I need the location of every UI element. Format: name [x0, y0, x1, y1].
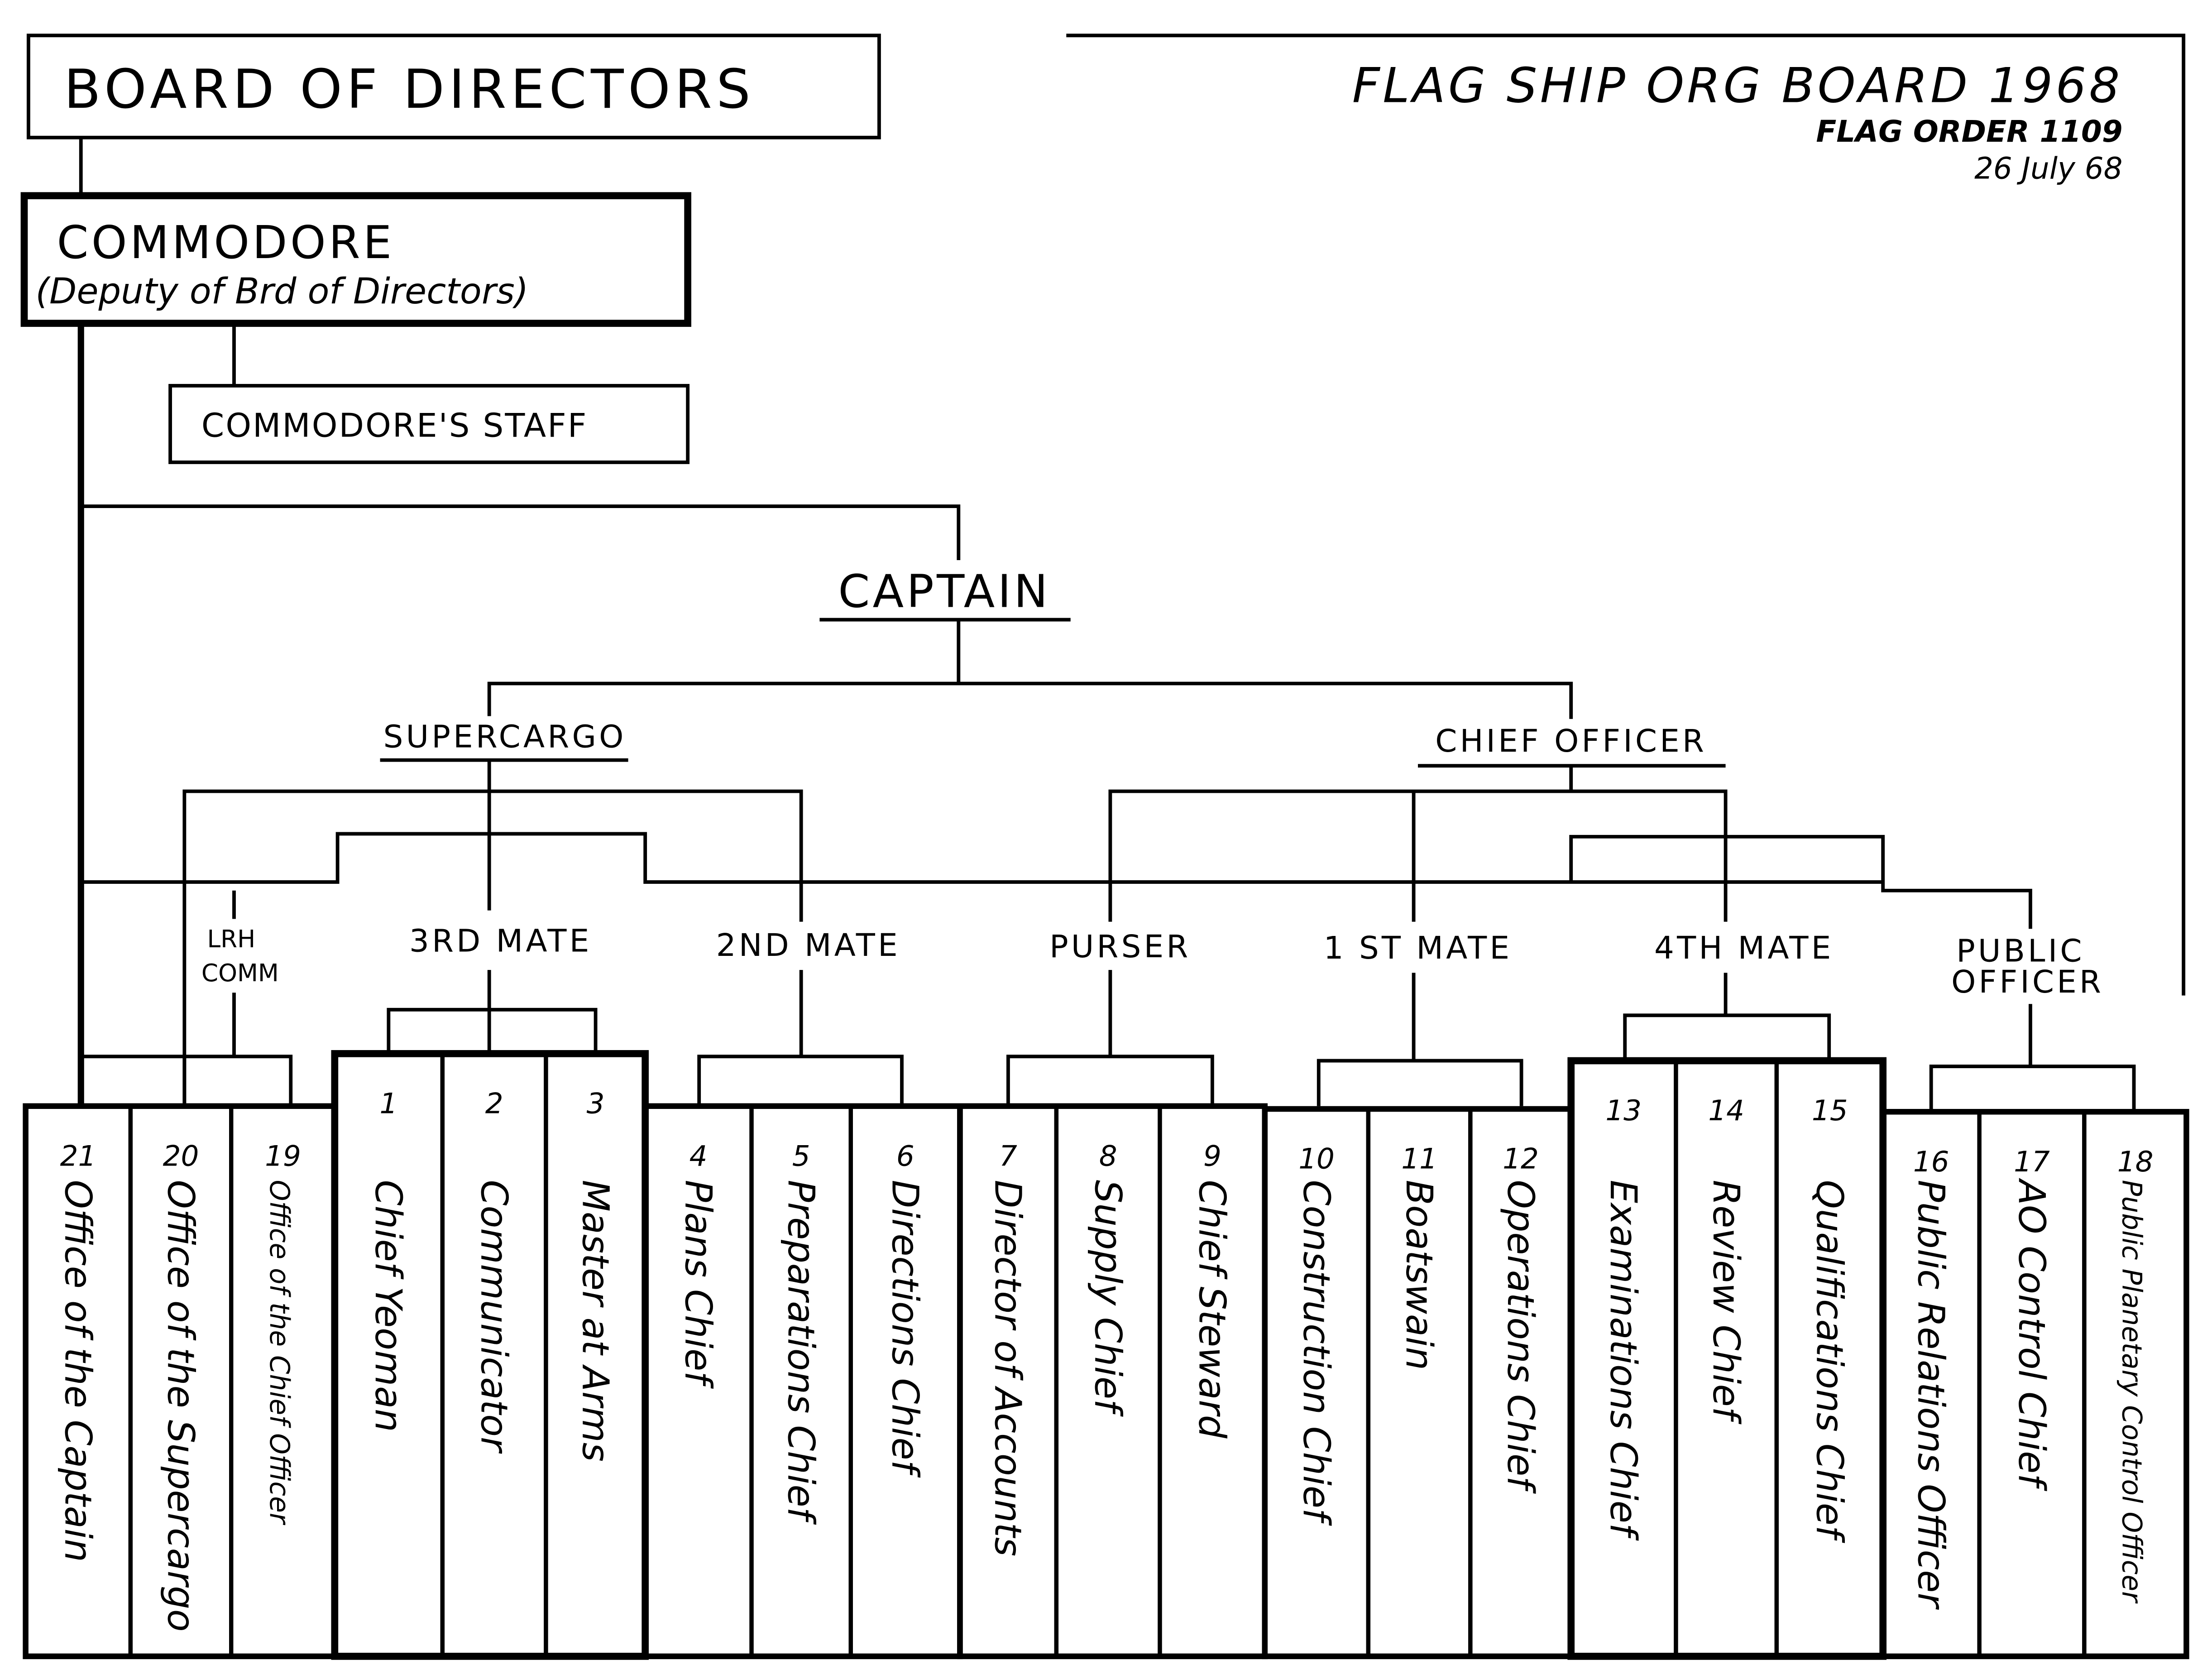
column-number: 6 [896, 1139, 914, 1172]
column-box [229, 1104, 337, 1659]
public-officer-label-1: PUBLIC [1956, 933, 2085, 969]
column-title: Directions Chief [884, 1180, 927, 1478]
column-number: 15 [1812, 1094, 1848, 1127]
column-number: 1 [379, 1087, 397, 1120]
column-number: 21 [60, 1139, 96, 1172]
column-title: Plans Chief [676, 1180, 719, 1389]
column-title: Examinations Chief [1602, 1180, 1645, 1541]
column-number: 20 [163, 1139, 199, 1172]
board-date: 26 July 68 [1974, 151, 2122, 186]
third-mate-label: 3RD MATE [409, 923, 592, 959]
column-title: Supply Chief [1087, 1180, 1130, 1417]
division-border [1880, 1109, 2189, 1660]
purser-label: PURSER [1049, 929, 1191, 965]
column-number: 2 [485, 1087, 503, 1120]
commodore-label: COMMODORE [57, 216, 395, 269]
border-line [1066, 34, 2186, 996]
board-title: FLAG SHIP ORG BOARD 1968 [1352, 58, 2123, 114]
fourth-mate-label: 4TH MATE [1654, 930, 1834, 966]
first-mate-label: 1 ST MATE [1324, 930, 1513, 966]
commodores-staff-box [168, 384, 690, 464]
column-box [1468, 1107, 1573, 1659]
public-officer-label-2: OFFICER [1951, 964, 2104, 1000]
column-title: Office of the Chief Officer [263, 1180, 295, 1525]
commodore-sub-label: (Deputy of Brd of Directors) [36, 271, 529, 312]
column-title: Review Chief [1704, 1180, 1748, 1425]
division-border [1262, 1106, 1574, 1660]
lrh-comm-label-1: LRH [207, 925, 255, 953]
column-title: Office of the Supercargo [159, 1180, 202, 1632]
column-number: 7 [999, 1139, 1017, 1172]
column-box [848, 1104, 962, 1659]
column-box [2082, 1109, 2189, 1659]
column-number: 14 [1708, 1094, 1744, 1127]
column-number: 10 [1298, 1142, 1335, 1175]
column-title: Communicator [472, 1180, 515, 1454]
supercargo-label: SUPERCARGO [383, 719, 627, 755]
column-number: 12 [1503, 1142, 1539, 1175]
board-of-directors-box [26, 34, 881, 139]
board-of-directors-label: BOARD OF DIRECTORS [64, 58, 755, 121]
column-title: Public Relations Officer [1909, 1180, 1952, 1610]
flag-order: FLAG ORDER 1109 [1816, 114, 2122, 149]
column-box [1977, 1109, 2087, 1659]
commodores-staff-label: COMMODORE'S STAFF [201, 407, 588, 445]
column-box [1054, 1104, 1162, 1659]
second-mate-label: 2ND MATE [716, 927, 900, 964]
column-title: Preparations Chief [779, 1180, 822, 1525]
column-number: 5 [792, 1139, 810, 1172]
column-number: 17 [2014, 1145, 2050, 1178]
column-number: 8 [1099, 1139, 1117, 1172]
column-number: 4 [689, 1139, 708, 1172]
column-number: 13 [1605, 1094, 1642, 1127]
column-number: 18 [2117, 1145, 2154, 1178]
column-title: Director of Accounts [986, 1180, 1029, 1557]
column-box [1263, 1107, 1371, 1659]
column-title: Chief Steward [1191, 1180, 1234, 1439]
column-title: Office of the Captain [56, 1180, 99, 1562]
captain-label: CAPTAIN [838, 565, 1050, 618]
column-title: Operations Chief [1499, 1180, 1542, 1494]
column-title: Chief Yeoman [367, 1180, 410, 1432]
column-number: 16 [1913, 1145, 1949, 1178]
column-box [1158, 1104, 1267, 1659]
column-title: AO Control Chief [2010, 1178, 2053, 1492]
column-title: Master at Arms [574, 1180, 617, 1462]
column-number: 9 [1203, 1139, 1221, 1172]
column-title: Qualifications Chief [1808, 1180, 1851, 1543]
column-title: Public Planetary Control Officer [2116, 1180, 2147, 1604]
division-border [23, 1103, 338, 1660]
chief-officer-label: CHIEF OFFICER [1435, 723, 1707, 759]
column-box [128, 1104, 234, 1659]
column-number: 3 [587, 1087, 605, 1120]
lrh-comm-label-2: COMM [201, 959, 279, 987]
column-title: Boatswain [1398, 1180, 1441, 1371]
column-title: Construction Chief [1295, 1180, 1338, 1526]
column-box [1774, 1058, 1885, 1659]
column-number: 19 [265, 1139, 301, 1172]
column-box [1881, 1109, 1982, 1659]
column-number: 11 [1401, 1142, 1437, 1175]
commodore-box [20, 192, 691, 327]
